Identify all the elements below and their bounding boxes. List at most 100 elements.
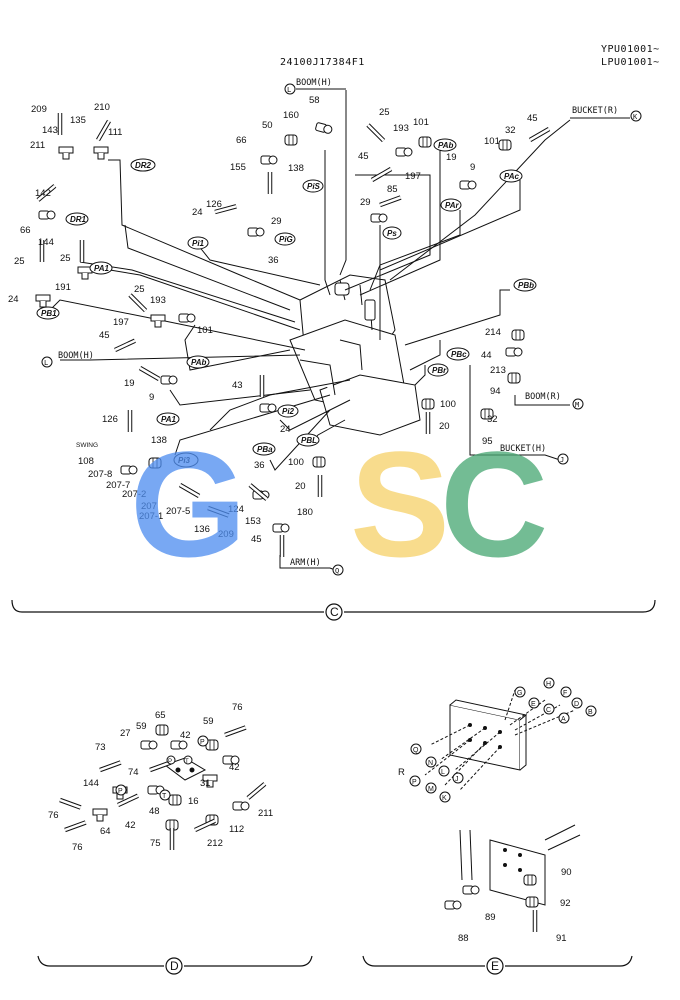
- svg-text:M: M: [428, 786, 434, 793]
- tag-dr2: DR2: [135, 161, 152, 170]
- e-part-89: 89: [485, 912, 496, 923]
- part-197-top: 197: [405, 171, 421, 182]
- tag-pbb: PBb: [518, 281, 534, 290]
- part-24-lower: 24: [280, 424, 291, 435]
- part-138-top: 138: [288, 163, 304, 174]
- part-9-top: 9: [470, 162, 475, 173]
- d-part-64: 64: [100, 826, 111, 837]
- swing-label: SWING: [76, 442, 98, 449]
- part-95: 95: [482, 436, 493, 447]
- part-29-top: 29: [360, 197, 371, 208]
- control-valve-body: [289, 274, 421, 436]
- part-66-left: 66: [20, 225, 31, 236]
- part-25-mid: 25: [60, 253, 71, 264]
- d-part-16: 16: [188, 796, 199, 807]
- port-letter-boom-r: M: [575, 401, 579, 409]
- part-29-mid: 29: [271, 216, 282, 227]
- serial-range-1: YPU01001~: [601, 44, 660, 55]
- section-c-part-numbers: 209 210 135 143 111 211 142 66 144 25 25…: [8, 95, 538, 545]
- part-20-right: 20: [439, 421, 450, 432]
- d-part-212: 212: [207, 838, 223, 849]
- part-126-top: 126: [206, 199, 222, 210]
- port-boom-r: BOOM(R): [525, 392, 561, 402]
- section-e-part-numbers: 90 89 92 88 91: [458, 867, 572, 944]
- tag-pbr: PBr: [432, 366, 447, 375]
- tag-pab-top: PAb: [438, 141, 454, 150]
- part-193-top: 193: [393, 123, 409, 134]
- tag-dr1: DR1: [70, 215, 87, 224]
- d-part-31: 31: [200, 778, 211, 789]
- part-126-lower: 126: [102, 414, 118, 425]
- d-part-73: 73: [95, 742, 106, 753]
- part-24-left: 24: [8, 294, 19, 305]
- part-25-left: 25: [14, 256, 25, 267]
- tag-ps: Ps: [387, 229, 397, 238]
- port-arm-h: ARM(H): [290, 558, 321, 568]
- part-207-1: 207-1: [139, 511, 163, 522]
- part-50: 50: [262, 120, 273, 131]
- svg-text:P: P: [168, 759, 172, 765]
- port-letter-boom-h-left: L: [44, 359, 48, 367]
- part-45-bottom: 45: [251, 534, 262, 545]
- svg-text:D: D: [574, 701, 579, 708]
- part-36-lower: 36: [254, 460, 265, 471]
- tag-par: PAr: [445, 201, 460, 210]
- tag-pac: PAc: [504, 172, 520, 181]
- svg-text:P: P: [200, 739, 205, 746]
- part-136: 136: [194, 524, 210, 535]
- drawing-number: 24100J17384F1: [280, 57, 365, 68]
- part-193-lower: 193: [150, 295, 166, 306]
- part-25-top: 25: [379, 107, 390, 118]
- svg-text:K: K: [442, 795, 447, 802]
- part-143: 143: [42, 125, 58, 136]
- port-boom-h-left: BOOM(H): [58, 351, 94, 361]
- section-d-circle-letters: P P P T T: [115, 735, 209, 801]
- tag-pi2: Pi2: [282, 407, 295, 416]
- svg-text:P: P: [118, 788, 123, 795]
- part-45-right: 45: [527, 113, 538, 124]
- svg-text:N: N: [428, 760, 433, 767]
- part-124: 124: [228, 504, 244, 515]
- part-66-mid: 66: [236, 135, 247, 146]
- d-part-76-bottom: 76: [72, 842, 83, 853]
- d-part-76-top: 76: [232, 702, 243, 713]
- d-part-59-a: 59: [136, 721, 147, 732]
- part-100-lower: 100: [288, 457, 304, 468]
- port-callouts: L BOOM(H) BUCKET(R) K L BOOM(H) BOOM(R) …: [41, 78, 642, 576]
- part-160: 160: [283, 110, 299, 121]
- part-108: 108: [78, 456, 94, 467]
- port-boom-h-top: BOOM(H): [296, 78, 332, 88]
- part-207: 207: [141, 501, 157, 512]
- part-9-lower: 9: [149, 392, 154, 403]
- part-43: 43: [232, 380, 243, 391]
- part-214: 214: [485, 327, 501, 338]
- serial-range-2: LPU01001~: [601, 57, 660, 68]
- part-24-mid: 24: [192, 207, 203, 218]
- part-209-top: 209: [31, 104, 47, 115]
- d-part-75: 75: [150, 838, 161, 849]
- d-part-59-b: 59: [203, 716, 214, 727]
- part-100-right: 100: [440, 399, 456, 410]
- tag-pba: PBa: [257, 445, 273, 454]
- tag-pis: PiS: [307, 182, 321, 191]
- part-207-7: 207-7: [106, 480, 130, 491]
- svg-text:A: A: [561, 716, 566, 723]
- part-191: 191: [55, 282, 71, 293]
- part-45-lower: 45: [99, 330, 110, 341]
- part-101-right: 101: [484, 136, 500, 147]
- d-part-144: 144: [83, 778, 99, 789]
- port-letter-bucket-h: J: [560, 456, 564, 464]
- section-d-assembly: [60, 724, 265, 850]
- e-part-90: 90: [561, 867, 572, 878]
- section-e-bracket-plate-top: [424, 689, 576, 791]
- tag-pab-mid: PAb: [191, 358, 207, 367]
- part-25-lower: 25: [134, 284, 145, 295]
- part-32-lower: 32: [487, 414, 498, 425]
- section-e-bracket: [362, 955, 633, 975]
- d-part-112: 112: [229, 824, 244, 835]
- svg-text:F: F: [563, 690, 567, 697]
- tag-pb1: PB1: [41, 309, 57, 318]
- section-d-bracket: [37, 955, 313, 975]
- part-19-top: 19: [446, 152, 457, 163]
